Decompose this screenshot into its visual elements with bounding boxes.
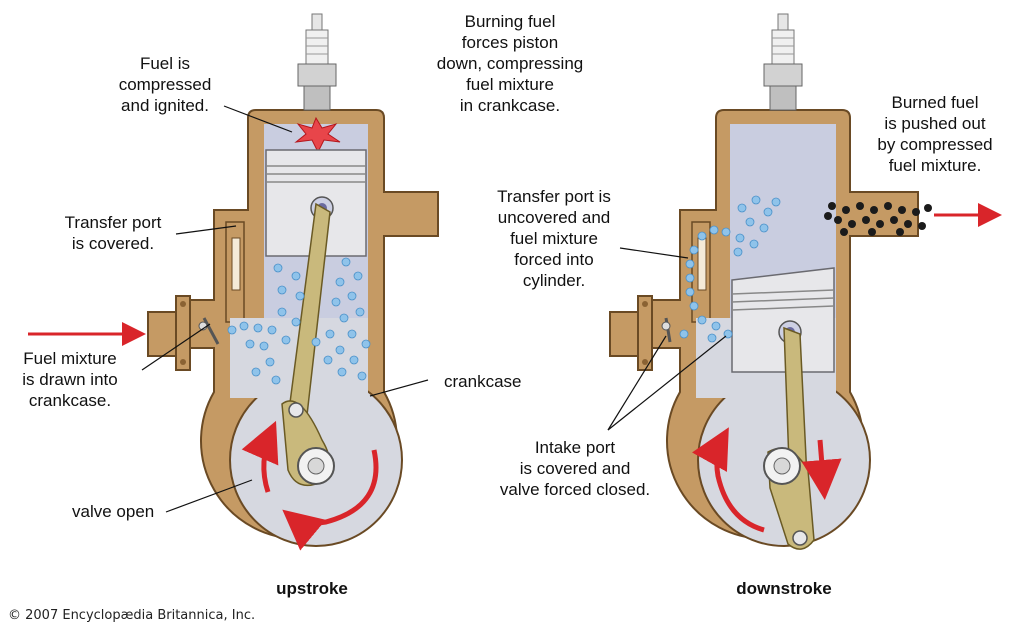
label-valve-open: valve open bbox=[72, 502, 155, 521]
upstroke-rotation-arrow-left bbox=[241, 420, 279, 493]
label-fuel-compressed: Fuel is compressed and ignited. bbox=[118, 54, 212, 115]
label-downstroke: downstroke bbox=[736, 579, 832, 598]
downstroke-exhaust-particles bbox=[824, 202, 932, 236]
upstroke-engine bbox=[28, 13, 439, 551]
label-fuel-mixture-drawn: Fuel mixture is drawn into crankcase. bbox=[22, 349, 118, 410]
downstroke-fuel-bubbles bbox=[679, 195, 781, 343]
upstroke-spark-plug bbox=[297, 13, 337, 111]
leader-lines bbox=[141, 105, 727, 513]
label-transfer-uncovered: Transfer port is uncovered and fuel mixt… bbox=[497, 187, 611, 290]
label-burning-fuel: Burning fuel forces piston down, compres… bbox=[436, 12, 584, 115]
downstroke-rotation-arrow-left bbox=[691, 427, 765, 533]
downstroke-piston bbox=[731, 267, 835, 373]
upstroke-fuel-bubbles bbox=[227, 257, 371, 385]
upstroke-reed-valve bbox=[202, 317, 220, 345]
label-burned-fuel: Burned fuel is pushed out by compressed … bbox=[877, 93, 993, 175]
label-crankcase: crankcase bbox=[444, 372, 522, 391]
label-upstroke: upstroke bbox=[276, 579, 348, 598]
downstroke-spark-plug bbox=[763, 13, 803, 111]
downstroke-rotation-arrow-right bbox=[801, 439, 842, 500]
label-intake-covered: Intake port is covered and valve forced … bbox=[499, 438, 651, 499]
downstroke-intake-flange bbox=[609, 311, 643, 357]
downstroke-engine bbox=[609, 13, 1002, 550]
copyright-credit: © 2007 Encyclopædia Britannica, Inc. bbox=[8, 608, 256, 623]
label-transfer-covered: Transfer port is covered. bbox=[64, 213, 162, 253]
upstroke-rotation-arrow-right bbox=[282, 449, 379, 551]
